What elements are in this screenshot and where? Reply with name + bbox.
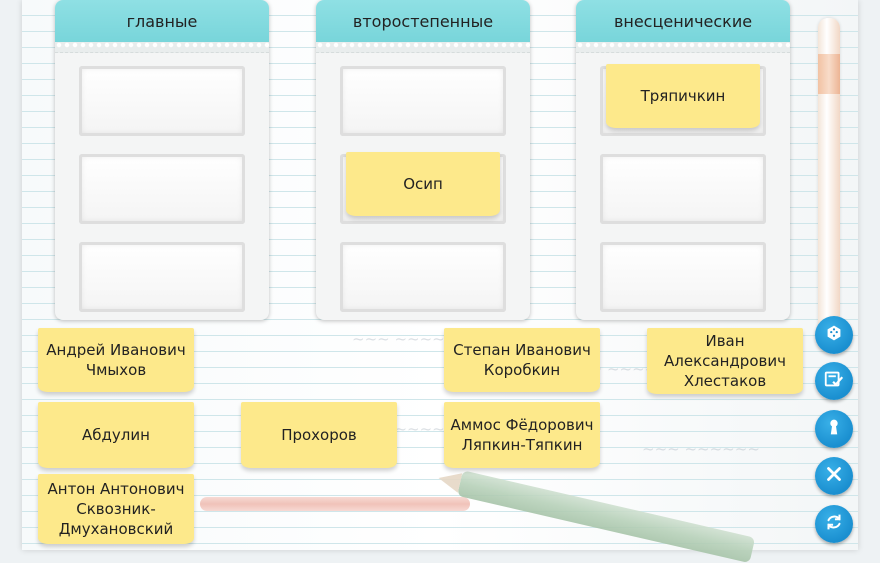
card-label: Иван Александрович Хлестаков	[664, 332, 786, 390]
card-label: Аммос Фёдорович Ляпкин-Тяпкин	[450, 416, 594, 454]
name-card[interactable]: Абдулин	[38, 402, 194, 468]
drop-slot[interactable]	[340, 242, 506, 312]
drop-slot[interactable]	[600, 242, 766, 312]
card-label: Осип	[403, 175, 443, 193]
card-label: Прохоров	[281, 426, 357, 444]
name-card[interactable]: Андрей Иванович Чмыхов	[38, 328, 194, 392]
card-label: Абдулин	[82, 426, 150, 444]
name-card[interactable]: Аммос Фёдорович Ляпкин-Тяпкин	[444, 402, 600, 468]
name-card[interactable]: Степан Иванович Коробкин	[444, 328, 600, 392]
check-list-icon	[823, 368, 845, 395]
card-label: Антон Антонович Сквозник-Дмухановский	[47, 480, 185, 538]
hint-button[interactable]	[815, 410, 853, 448]
pencil-decoration	[818, 18, 840, 348]
pen-decoration	[200, 497, 470, 511]
name-card-placed[interactable]: Тряпичкин	[606, 64, 760, 128]
column-header: главные	[55, 0, 269, 42]
column-header: второстепенные	[316, 0, 530, 42]
handwriting-decoration: ~~~ ~~~~~~	[642, 440, 760, 458]
check-button[interactable]	[815, 362, 853, 400]
keyhole-icon	[823, 416, 845, 443]
card-label: Тряпичкин	[640, 87, 726, 105]
category-column-main: главные	[55, 0, 269, 320]
close-icon	[823, 463, 845, 490]
name-card[interactable]: Иван Александрович Хлестаков	[647, 328, 803, 394]
drop-slot[interactable]	[79, 242, 245, 312]
name-card[interactable]: Антон Антонович Сквозник-Дмухановский	[38, 474, 194, 544]
drop-slot[interactable]	[79, 154, 245, 224]
reset-button[interactable]	[815, 505, 853, 543]
dice-icon	[823, 322, 845, 349]
lace-divider	[576, 42, 790, 53]
column-header: внесценические	[576, 0, 790, 42]
card-label: Степан Иванович Коробкин	[453, 341, 591, 379]
refresh-icon	[823, 511, 845, 538]
drop-slot[interactable]	[340, 66, 506, 136]
card-label: Андрей Иванович Чмыхов	[46, 341, 186, 379]
lace-divider	[55, 42, 269, 53]
drop-slot[interactable]	[600, 154, 766, 224]
lace-divider	[316, 42, 530, 53]
category-column-offstage: внесценические	[576, 0, 790, 320]
close-button[interactable]	[815, 457, 853, 495]
drop-slot[interactable]	[79, 66, 245, 136]
name-card-placed[interactable]: Осип	[346, 152, 500, 216]
name-card[interactable]: Прохоров	[241, 402, 397, 468]
shuffle-button[interactable]	[815, 316, 853, 354]
